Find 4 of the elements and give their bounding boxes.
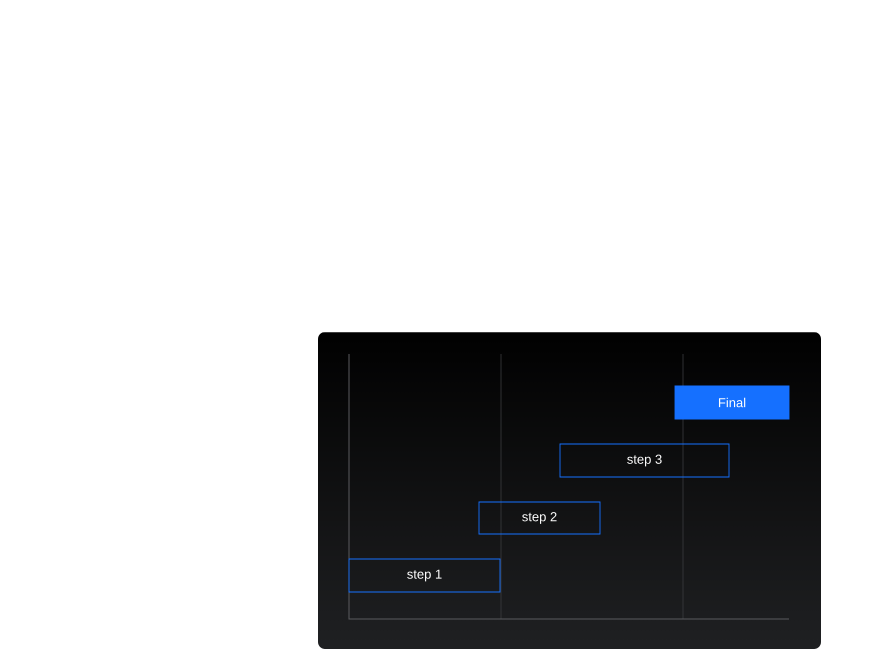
step-bar: step 3 (560, 444, 730, 478)
step-bar: step 1 (348, 558, 500, 592)
step-bar: step 2 (478, 502, 600, 534)
step-bar: Final (674, 386, 790, 420)
